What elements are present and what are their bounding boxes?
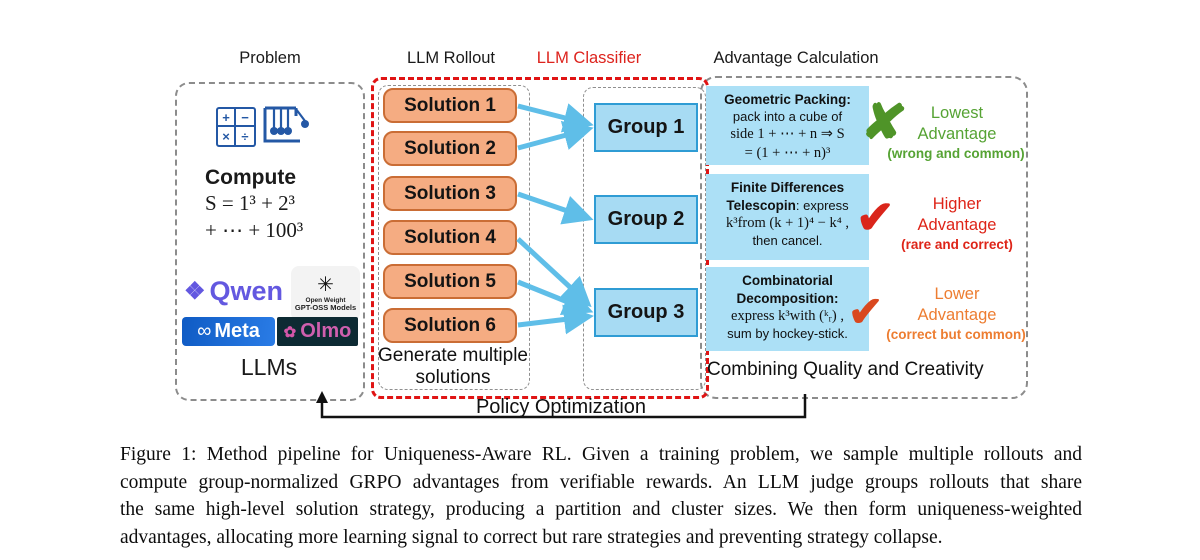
strategy-finite-differences: Finite Differences Telescopin: express k…: [706, 174, 869, 260]
solution-2-box: Solution 2: [383, 131, 517, 166]
correct-check-icon-2: ✔: [848, 288, 884, 335]
infinity-icon: ∞: [197, 320, 212, 342]
strategy-geometric-packing: Geometric Packing: pack into a cube of s…: [706, 86, 869, 165]
olmo-logo: ✿ Olmo: [277, 317, 358, 346]
higher-advantage-note: (rare and correct): [886, 236, 1028, 254]
strategy1-line3: side 1 + ⋯ + n ⇒ S: [730, 126, 845, 143]
strategy3-line3: express k³with (ᵏᵣ) ,: [731, 308, 844, 325]
arrow-s5-g3: [517, 279, 594, 316]
advantage-box: [700, 76, 1028, 399]
group-3-box: Group 3: [594, 288, 698, 337]
solution-6-box: Solution 6: [383, 308, 517, 343]
qwen-logo: ❖ Qwen: [184, 276, 283, 307]
higher-advantage-word: Advantage: [917, 215, 997, 234]
strategy1-title: Geometric Packing:: [724, 92, 851, 107]
compute-line-2: S = 1³ + 2³: [205, 191, 295, 215]
plus-glyph: +: [218, 109, 236, 127]
solution-1-box: Solution 1: [383, 88, 517, 123]
strategy2-line2-bold: Telescopin: [726, 197, 796, 213]
arrows-layer: [316, 103, 807, 419]
caption-line-4: advantages, allocating more learning sig…: [120, 526, 943, 548]
lower-advantage-word: Advantage: [917, 305, 997, 324]
lowest-advantage-word: Advantage: [917, 124, 997, 143]
olmo-flower-icon: ✿: [283, 323, 297, 341]
strategy1-line4: = (1 + ⋯ + n)³: [744, 145, 831, 162]
combining-label: Combining Quality and Creativity: [707, 359, 984, 380]
openai-icon: ✳: [317, 273, 334, 296]
higher-advantage-label: Higher Advantage: [892, 194, 1022, 235]
llms-label: LLMs: [240, 354, 298, 380]
solutions-box: [378, 85, 530, 390]
meta-logo: ∞ Meta: [182, 317, 275, 346]
lower-note-text: (correct but common): [886, 327, 1026, 342]
group-1-box: Group 1: [594, 103, 698, 152]
caption-line-1: Figure 1: Method pipeline for Uniqueness…: [120, 444, 1082, 465]
solution-to-group-arrows: [516, 103, 594, 335]
times-glyph: ×: [218, 127, 236, 145]
correct-check-icon-1: ✔: [856, 191, 895, 243]
lower-advantage-label: Lower Advantage: [892, 284, 1022, 325]
strategy2-line2: Telescopin: express: [706, 197, 869, 215]
meta-wordmark: Meta: [214, 320, 260, 342]
strategy3-line4: sum by hockey-stick.: [727, 325, 848, 341]
openai-line2: GPT-OSS Models: [294, 303, 357, 313]
openai-line1: Open Weight: [305, 296, 346, 304]
strategy2-line2-rest: : express: [795, 197, 849, 213]
strategy3-title2: Decomposition:: [736, 290, 839, 306]
generate-note-line2: solutions: [415, 367, 491, 388]
lowest-note-text: (wrong and common): [887, 146, 1025, 161]
arrow-s3-g2: [517, 191, 594, 225]
higher-word: Higher: [932, 195, 982, 213]
compute-line-1: Compute: [205, 166, 296, 189]
arrow-s1-g1: [517, 103, 594, 133]
openai-gpt-oss-logo: ✳ Open Weight GPT-OSS Models: [291, 266, 360, 321]
figure-caption: Figure 1: Method pipeline for Uniqueness…: [120, 441, 1082, 551]
calculator-icon: + − × ÷: [216, 107, 256, 147]
lower-advantage-note: (correct but common): [876, 326, 1036, 344]
caption-line-3: the same high-level solution strategy, p…: [120, 499, 1082, 520]
feedback-arrow: [316, 391, 807, 419]
arrow-s4-g3: [516, 237, 592, 308]
strategy2-line4: then cancel.: [752, 233, 823, 249]
qwen-wordmark: Qwen: [209, 276, 284, 306]
strategy3-title1: Combinatorial: [742, 273, 833, 288]
classifier-groups-box: [583, 87, 706, 390]
strategy2-title: Finite Differences: [730, 180, 845, 195]
solution-3-box: Solution 3: [383, 176, 517, 211]
olmo-wordmark: Olmo: [300, 320, 352, 342]
divide-glyph: ÷: [241, 128, 249, 144]
higher-note-text: (rare and correct): [901, 237, 1013, 252]
problem-box: [175, 82, 365, 401]
strategy-combinatorial: Combinatorial Decomposition: express k³w…: [706, 267, 869, 351]
lowest-advantage-label: Lowest Advantage: [892, 103, 1022, 144]
problem-header: Problem: [239, 49, 301, 67]
lower-word: Lower: [934, 285, 980, 303]
solution-4-box: Solution 4: [383, 220, 517, 255]
caption-line-2: compute group-normalized GRPO advantages…: [120, 471, 1082, 493]
newtons-cradle-icon: [263, 106, 309, 143]
arrow-s2-g1: [517, 120, 594, 151]
solution-5-box: Solution 5: [383, 264, 517, 299]
arrow-s6-g3: [517, 304, 594, 335]
classifier-header: LLM Classifier: [536, 49, 642, 67]
policy-optimization-label: Policy Optimization: [475, 396, 647, 418]
rollout-header: LLM Rollout: [406, 49, 496, 67]
compute-line-3: + ⋯ + 100³: [205, 218, 304, 242]
qwen-icon: ❖: [184, 278, 206, 305]
strategy1-line2: pack into a cube of: [732, 108, 843, 124]
lowest-word: Lowest: [930, 104, 984, 122]
generate-note-line1: Generate multiple: [378, 345, 528, 366]
group-2-box: Group 2: [594, 195, 698, 244]
minus-glyph: −: [236, 109, 254, 127]
advantage-header: Advantage Calculation: [713, 49, 879, 67]
lowest-advantage-note: (wrong and common): [880, 145, 1032, 163]
strategy2-line3: k³from (k + 1)⁴ − k⁴ ,: [725, 215, 850, 232]
